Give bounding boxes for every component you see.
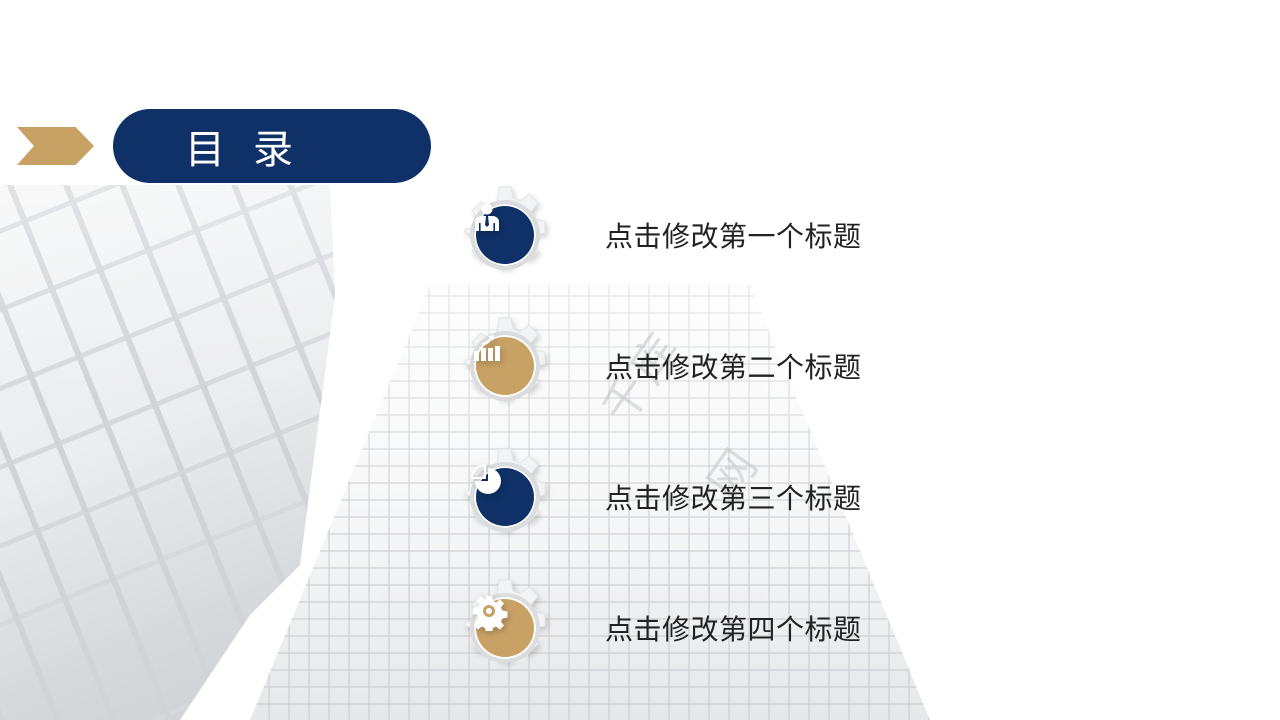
toc-item-2[interactable]: 点击修改第二个标题 [455, 316, 915, 420]
gear-frame-icon [455, 316, 555, 416]
chevron-arrow-icon [17, 127, 94, 165]
gear-icon [473, 596, 508, 631]
badge-chart [474, 335, 536, 397]
toc-item-1[interactable]: 点击修改第一个标题 [455, 185, 915, 289]
badge-gear [473, 596, 536, 659]
person-icon [475, 203, 499, 231]
toc-item-4[interactable]: 点击修改第四个标题 [455, 578, 915, 682]
gear-frame-icon [455, 447, 555, 547]
gear-frame-icon [455, 185, 555, 285]
toc-item-label[interactable]: 点击修改第四个标题 [605, 613, 862, 646]
toc-item-3[interactable]: 点击修改第三个标题 [455, 447, 915, 551]
pie-chart-icon [470, 463, 501, 494]
page-title-pill: 目录 [113, 109, 431, 183]
badge-pie [470, 463, 536, 528]
toc-item-label[interactable]: 点击修改第一个标题 [605, 220, 862, 253]
toc-item-label[interactable]: 点击修改第二个标题 [605, 351, 862, 384]
badge-person [474, 203, 536, 266]
toc-item-label[interactable]: 点击修改第三个标题 [605, 482, 862, 515]
bar-chart-growth-icon [474, 335, 500, 361]
gear-frame-icon [455, 578, 555, 678]
page-title: 目录 [185, 127, 321, 173]
